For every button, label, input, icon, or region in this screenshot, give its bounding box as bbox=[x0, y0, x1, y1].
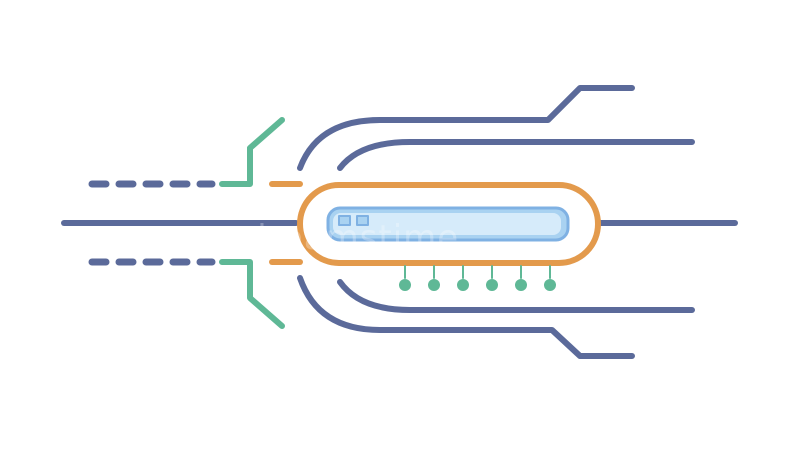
pin bbox=[544, 265, 556, 291]
fin-bottom bbox=[219, 259, 285, 329]
pin-dot bbox=[544, 279, 556, 291]
pin-dot bbox=[486, 279, 498, 291]
window-light-1 bbox=[338, 215, 351, 226]
pins bbox=[399, 265, 556, 291]
pin bbox=[515, 265, 527, 291]
streamline-bottom-outer bbox=[297, 275, 635, 359]
pin-dot bbox=[428, 279, 440, 291]
pin bbox=[486, 265, 498, 291]
streamline-bottom-inner bbox=[337, 279, 695, 313]
pin-dot bbox=[457, 279, 469, 291]
streamline-top-inner bbox=[337, 139, 695, 171]
pin bbox=[399, 265, 411, 291]
fin-top bbox=[219, 117, 285, 187]
dashed-exhaust-lines bbox=[88, 180, 216, 266]
pin bbox=[457, 265, 469, 291]
pin bbox=[428, 265, 440, 291]
streamline-top-outer bbox=[297, 85, 635, 171]
capsule-window-inner bbox=[333, 213, 561, 235]
pin-dot bbox=[515, 279, 527, 291]
pin-dot bbox=[399, 279, 411, 291]
window-light-2 bbox=[356, 215, 369, 226]
